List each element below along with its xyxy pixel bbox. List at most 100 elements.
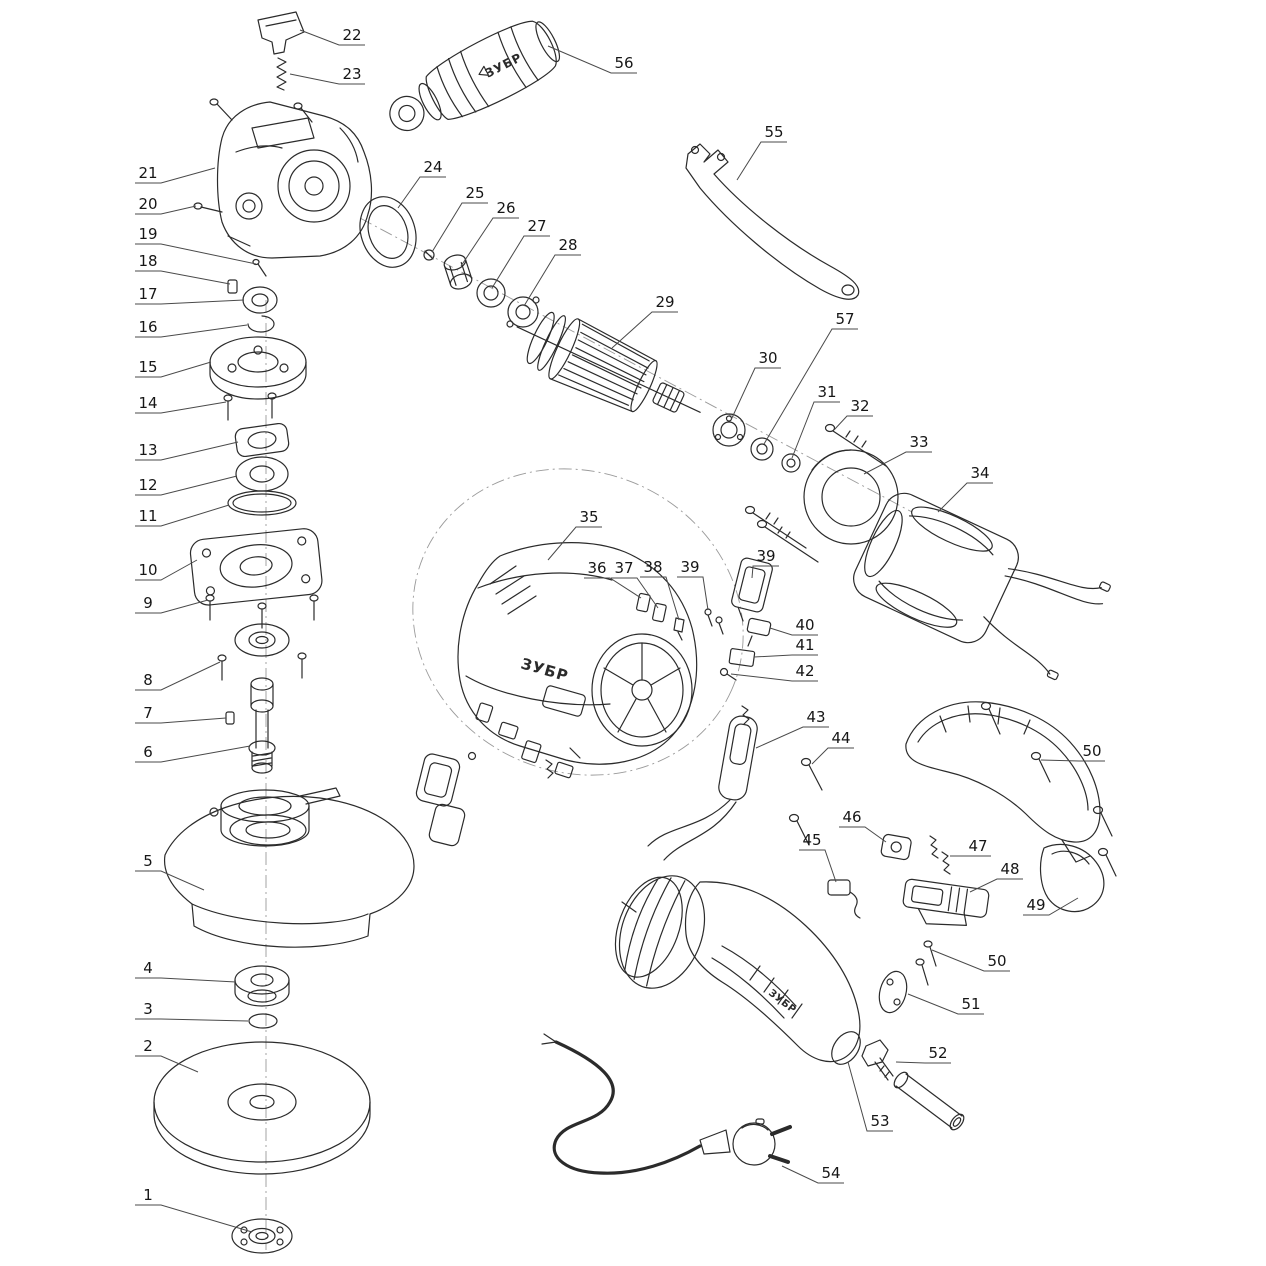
motor-body-rear: ЗУБР <box>614 875 861 1065</box>
power-cord <box>541 1033 792 1175</box>
cover-plate <box>878 970 908 1014</box>
part-callout-1: 1 <box>135 1186 253 1233</box>
part-callout-10: 10 <box>135 559 198 581</box>
part-callout-38: 38 <box>640 558 680 621</box>
gear-housing <box>216 101 373 259</box>
key-pin <box>225 711 235 725</box>
part-number-label: 54 <box>821 1164 840 1182</box>
part-number-label: 5 <box>143 852 153 870</box>
bearing-washer <box>750 437 774 461</box>
part-number-label: 30 <box>758 349 777 367</box>
part-number-label: 35 <box>579 508 598 526</box>
housing-latch <box>415 753 466 847</box>
gear-flange <box>209 336 307 400</box>
switch-small-parts <box>636 592 724 641</box>
bearing-retainer-plate <box>506 296 540 328</box>
part-number-label: 51 <box>961 995 980 1013</box>
part-number-label: 21 <box>138 164 157 182</box>
part-callout-43: 43 <box>755 708 829 749</box>
part-callout-16: 16 <box>135 318 248 338</box>
switch-slider <box>902 878 990 926</box>
part-callout-51: 51 <box>907 993 984 1015</box>
part-number-label: 36 <box>587 559 606 577</box>
part-callout-35: 35 <box>547 508 602 561</box>
part-callout-4: 4 <box>135 959 237 983</box>
construction-lines <box>265 217 913 1250</box>
terminal-screw <box>719 667 737 681</box>
part-callout-55: 55 <box>736 123 787 181</box>
brand-logo-icon <box>478 65 490 76</box>
bearing-cover-plate <box>189 528 323 606</box>
part-callout-19: 19 <box>135 225 257 265</box>
part-number-label: 16 <box>138 318 157 336</box>
part-number-label: 49 <box>1026 896 1045 914</box>
part-number-label: 20 <box>138 195 157 213</box>
part-number-label: 26 <box>496 199 515 217</box>
part-callout-5: 5 <box>135 852 205 891</box>
part-number-label: 14 <box>138 394 157 412</box>
part-callout-12: 12 <box>135 475 238 496</box>
handle-bolt <box>861 1039 965 1131</box>
part-callout-33: 33 <box>863 433 932 475</box>
part-number-label: 28 <box>558 236 577 254</box>
screw <box>980 701 1001 735</box>
part-callout-34: 34 <box>937 464 993 513</box>
screw <box>257 602 267 629</box>
spindle-bearing-upper <box>242 286 278 314</box>
pin <box>252 258 267 277</box>
part-number-label: 23 <box>342 65 361 83</box>
part-callout-22: 22 <box>299 26 365 46</box>
stator <box>853 492 1111 681</box>
housing-screw <box>193 202 223 213</box>
circlip <box>247 315 275 333</box>
part-number-label: 18 <box>138 252 157 270</box>
part-callout-21: 21 <box>135 164 216 184</box>
part-number-label: 56 <box>614 54 633 72</box>
part-number-label: 31 <box>817 383 836 401</box>
part-callout-54: 54 <box>781 1164 844 1184</box>
switch-lever <box>731 557 773 622</box>
part-callout-39: 39 <box>677 558 709 611</box>
part-number-label: 39 <box>756 547 775 565</box>
stator-lead-wire <box>1007 568 1102 590</box>
screw <box>923 940 937 967</box>
rotor-armature <box>516 311 701 413</box>
part-callout-27: 27 <box>491 217 550 289</box>
part-callout-13: 13 <box>135 441 239 461</box>
plug-body <box>732 1122 776 1166</box>
suppressor <box>827 879 861 919</box>
part-callout-50: 50 <box>931 949 1010 972</box>
part-number-label: 3 <box>143 1000 153 1018</box>
screw <box>205 594 215 621</box>
part-number-label: 10 <box>138 561 157 579</box>
terminal-block <box>728 648 756 667</box>
wheel-guard <box>163 795 415 948</box>
part-number-label: 22 <box>342 26 361 44</box>
screw <box>217 654 227 681</box>
part-number-label: 34 <box>970 464 989 482</box>
part-callout-30: 30 <box>730 349 781 421</box>
part-number-label: 38 <box>643 558 662 576</box>
part-number-label: 25 <box>465 184 484 202</box>
part-callout-42: 42 <box>730 662 818 682</box>
grinding-wheel <box>153 1041 371 1175</box>
part-callout-25: 25 <box>431 184 488 253</box>
pinion-gear <box>443 254 473 290</box>
part-number-label: 7 <box>143 704 153 722</box>
part-callout-41: 41 <box>753 636 818 658</box>
part-number-label: 6 <box>143 743 153 761</box>
part-number-label: 1 <box>143 1186 153 1204</box>
part-callout-6: 6 <box>135 743 251 763</box>
part-number-label: 19 <box>138 225 157 243</box>
screw <box>297 652 307 679</box>
part-number-label: 40 <box>795 616 814 634</box>
part-number-label: 46 <box>842 808 861 826</box>
part-number-label: 57 <box>835 310 854 328</box>
spindle-shaft <box>248 677 276 774</box>
part-number-label: 27 <box>527 217 546 235</box>
part-callout-49: 49 <box>1023 896 1079 916</box>
screw <box>1030 751 1051 783</box>
part-callout-18: 18 <box>135 252 231 285</box>
